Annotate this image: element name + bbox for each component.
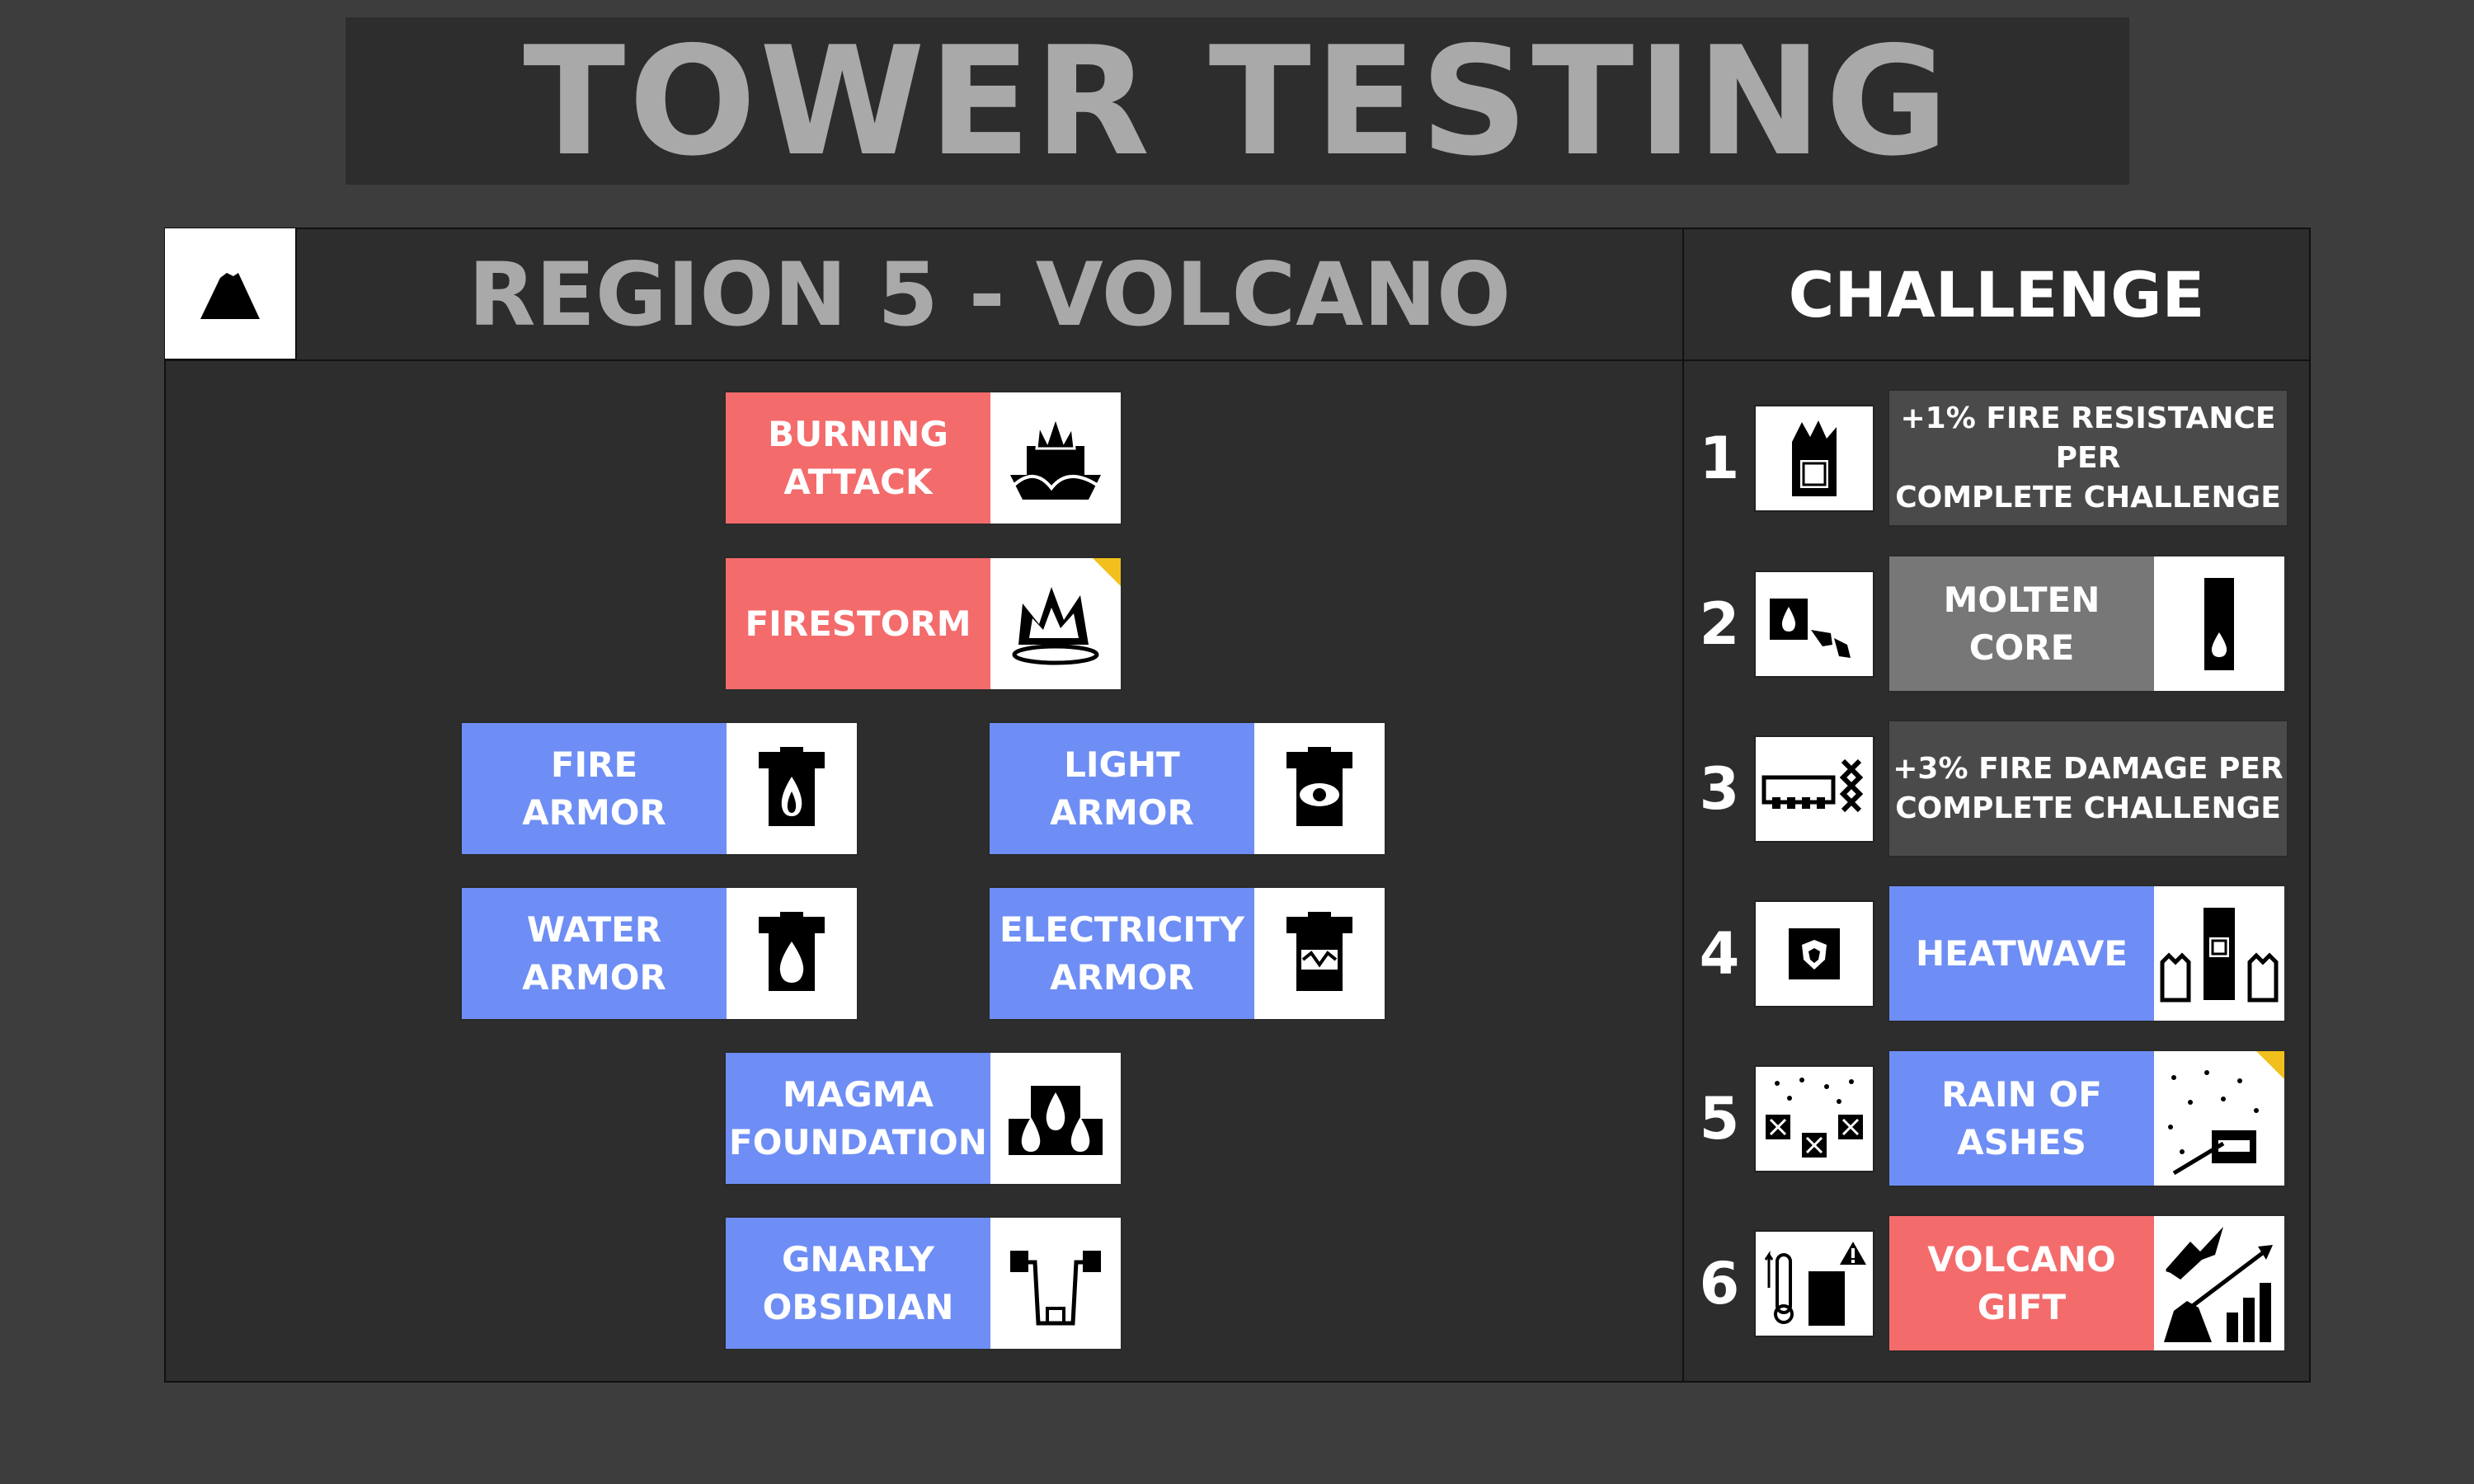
challenge-number: 2 xyxy=(1699,589,1740,658)
upgrade-icon-box xyxy=(990,1218,1121,1349)
challenge-title: CHALLENGE xyxy=(1788,257,2205,331)
upgrade-burning-attack[interactable]: BURNING ATTACK xyxy=(724,391,1122,525)
upgrade-label: ELECTRICITY ARMOR xyxy=(990,888,1254,1019)
core-drop-icon xyxy=(2204,577,2234,670)
region-icon xyxy=(165,228,297,360)
heatwave-towers-icon xyxy=(2160,907,2279,1002)
reward-molten-core[interactable]: MOLTEN CORE xyxy=(1888,555,2288,693)
light-armor-icon xyxy=(1286,746,1352,826)
challenge-row-3: 3 +3% FIRE DAMAGE PER COMPLETE CHALLENGE xyxy=(1695,720,2288,857)
reward-heatwave[interactable]: HEATWAVE xyxy=(1888,885,2288,1022)
header-divider xyxy=(165,359,2309,361)
challenge-number: 1 xyxy=(1699,424,1740,492)
upgrade-icon-box xyxy=(990,1053,1121,1184)
challenge-row-6: 6 VOLCANO GIFT xyxy=(1695,1214,2288,1352)
challenge-icon-box[interactable] xyxy=(1754,1064,1874,1172)
challenge-number: 3 xyxy=(1699,754,1740,823)
wall-crossbow-icon xyxy=(1761,758,1864,812)
upgrade-label: LIGHT ARMOR xyxy=(990,723,1254,854)
ash-rain-icon xyxy=(1766,1077,1863,1158)
magma-blocks-icon xyxy=(1009,1085,1103,1155)
reward-rain-of-ashes[interactable]: RAIN OF ASHES xyxy=(1888,1050,2288,1187)
upgrade-label: FIRE ARMOR xyxy=(462,723,727,854)
marked-corner xyxy=(2256,1051,2284,1079)
challenge-row-1: 1 +1% FIRE RESISTANCE PER COMPLETE CHALL… xyxy=(1695,389,2288,527)
upgrade-icon-box xyxy=(1254,888,1385,1019)
upgrade-magma-foundation[interactable]: MAGMA FOUNDATION xyxy=(724,1051,1122,1186)
reward-label: MOLTEN CORE xyxy=(1889,556,2154,691)
reward-icon-box xyxy=(2154,886,2284,1021)
reward-label: VOLCANO GIFT xyxy=(1889,1216,2154,1350)
challenge-icon-box[interactable] xyxy=(1754,404,1874,512)
upgrade-icon-box xyxy=(1254,723,1385,854)
upgrade-label: FIRESTORM xyxy=(726,558,990,689)
upgrade-label: MAGMA FOUNDATION xyxy=(726,1053,990,1184)
ash-chest-icon xyxy=(2168,1069,2259,1175)
upgrade-icon-box xyxy=(990,558,1121,689)
reward-label: HEATWAVE xyxy=(1889,886,2154,1021)
burning-tower-icon xyxy=(1792,420,1837,496)
upgrade-electricity-armor[interactable]: ELECTRICITY ARMOR xyxy=(988,886,1386,1021)
challenge-number: 4 xyxy=(1699,919,1740,988)
tower-drain-icon xyxy=(1770,598,1851,658)
reward-label: RAIN OF ASHES xyxy=(1889,1051,2154,1186)
upgrade-firestorm[interactable]: FIRESTORM xyxy=(724,556,1122,691)
challenge-icon-box[interactable] xyxy=(1754,1229,1874,1337)
volcano-icon xyxy=(200,273,260,319)
reward-icon-box xyxy=(2154,1051,2284,1186)
challenge-number: 6 xyxy=(1699,1249,1740,1317)
title-bar: TOWER TESTING xyxy=(346,14,2129,189)
upgrade-icon-box xyxy=(990,392,1121,524)
volcano-gift-icon xyxy=(2164,1226,2273,1342)
burning-ship-icon xyxy=(1010,412,1101,500)
upgrade-water-armor[interactable]: WATER ARMOR xyxy=(460,886,858,1021)
fire-armor-icon xyxy=(759,746,825,826)
heat-warning-icon xyxy=(1764,1241,1866,1326)
challenge-icon-box[interactable] xyxy=(1754,899,1874,1007)
challenge-reward: +3% FIRE DAMAGE PER COMPLETE CHALLENGE xyxy=(1888,720,2288,857)
upgrade-icon-box xyxy=(727,888,857,1019)
page-title: TOWER TESTING xyxy=(523,13,1952,189)
challenge-icon-box[interactable] xyxy=(1754,570,1874,678)
electricity-armor-icon xyxy=(1286,911,1352,991)
reward-icon-box xyxy=(2154,1216,2284,1350)
reward-volcano-gift[interactable]: VOLCANO GIFT xyxy=(1888,1214,2288,1352)
upgrade-label: BURNING ATTACK xyxy=(726,392,990,524)
region-title: REGION 5 - VOLCANO xyxy=(468,243,1512,345)
shield-tower-icon xyxy=(1789,928,1840,979)
challenge-row-2: 2 MOLTEN CORE xyxy=(1695,555,2288,693)
challenge-reward: +1% FIRE RESISTANCE PER COMPLETE CHALLEN… xyxy=(1888,389,2288,527)
obsidian-pillars-icon xyxy=(1010,1250,1101,1325)
reward-icon-box xyxy=(2154,556,2284,691)
upgrade-label: GNARLY OBSIDIAN xyxy=(726,1218,990,1349)
upgrade-gnarly-obsidian[interactable]: GNARLY OBSIDIAN xyxy=(724,1216,1122,1350)
challenge-row-4: 4 HEATWAVE xyxy=(1695,885,2288,1022)
challenge-number: 5 xyxy=(1699,1084,1740,1153)
upgrade-label: WATER ARMOR xyxy=(462,888,727,1019)
water-armor-icon xyxy=(759,911,825,991)
upgrade-fire-armor[interactable]: FIRE ARMOR xyxy=(460,721,858,856)
challenge-icon-box[interactable] xyxy=(1754,735,1874,843)
upgrade-light-armor[interactable]: LIGHT ARMOR xyxy=(988,721,1386,856)
upgrade-icon-box xyxy=(727,723,857,854)
flame-crown-icon xyxy=(1012,586,1099,665)
challenge-row-5: 5 RAIN OF ASHES xyxy=(1695,1050,2288,1187)
marked-corner xyxy=(1093,558,1121,586)
